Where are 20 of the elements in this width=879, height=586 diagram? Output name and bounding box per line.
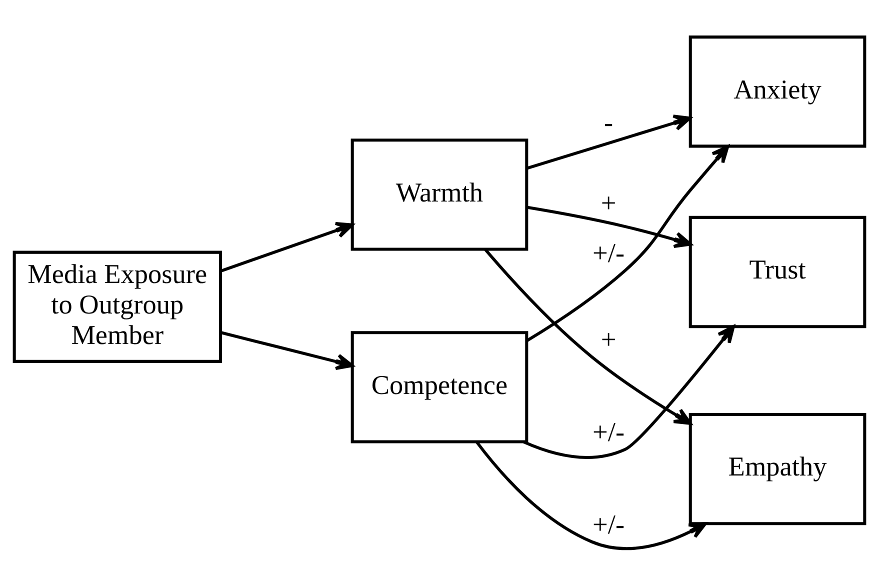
edge-label: +/- (592, 509, 625, 540)
edge-label: +/- (592, 238, 625, 268)
node-box: Anxiety (688, 36, 866, 148)
arrow (526, 206, 692, 248)
node-box: Trust (688, 216, 866, 328)
node-box: Empathy (688, 412, 866, 526)
arrow (526, 114, 692, 170)
arrow (526, 145, 730, 342)
arrow (220, 222, 354, 272)
arrow (220, 331, 354, 370)
arrow (484, 248, 692, 425)
edge-label: - (604, 108, 614, 138)
node-box: Competence (350, 331, 528, 444)
edge-label: + (600, 324, 616, 354)
node-box: Media Exposure to Outgroup Member (12, 250, 222, 363)
node-box: Warmth (350, 138, 528, 251)
arrow (523, 325, 735, 459)
arrow (475, 440, 707, 550)
edge-label: + (600, 188, 616, 218)
edge-label: +/- (592, 416, 625, 447)
